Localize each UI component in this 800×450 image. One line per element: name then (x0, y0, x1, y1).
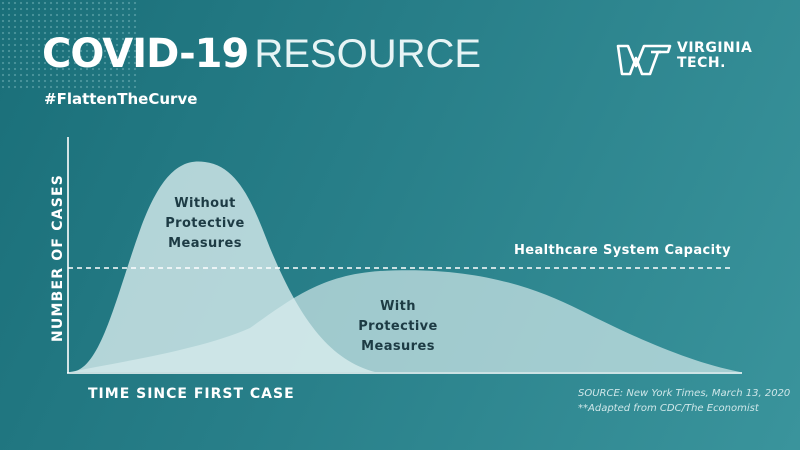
label-without-line-1: Without (174, 196, 236, 211)
logo-line-1: VIRGINIA (677, 40, 753, 56)
title-bold-part: COVID-19 (42, 31, 249, 77)
logo-line-2: TECH. (677, 55, 726, 71)
label-without-measures: Without Protective Measures (160, 194, 250, 254)
label-with-line-3: Measures (361, 339, 435, 354)
capacity-label: Healthcare System Capacity (514, 243, 731, 258)
title-light-part: RESOURCE (254, 32, 482, 76)
label-without-line-3: Measures (168, 236, 242, 251)
hashtag: #FlattenTheCurve (44, 90, 198, 108)
label-with-line-2: Protective (358, 319, 438, 334)
logo-wordmark: VIRGINIA TECH. (677, 41, 752, 71)
curve-without-measures (70, 161, 375, 372)
source-line-2: **Adapted from CDC/The Economist (578, 403, 759, 414)
label-with-measures: With Protective Measures (352, 297, 444, 357)
source-line-1: SOURCE: New York Times, March 13, 2020 (578, 388, 791, 399)
source-note: SOURCE: New York Times, March 13, 2020 *… (578, 386, 790, 416)
vt-logo-icon (616, 44, 672, 76)
y-axis-label: NUMBER OF CASES (50, 173, 66, 343)
label-with-line-1: With (380, 299, 416, 314)
dot-pattern-decoration (0, 0, 140, 90)
label-without-line-2: Protective (165, 216, 245, 231)
x-axis-label: TIME SINCE FIRST CASE (88, 386, 295, 402)
